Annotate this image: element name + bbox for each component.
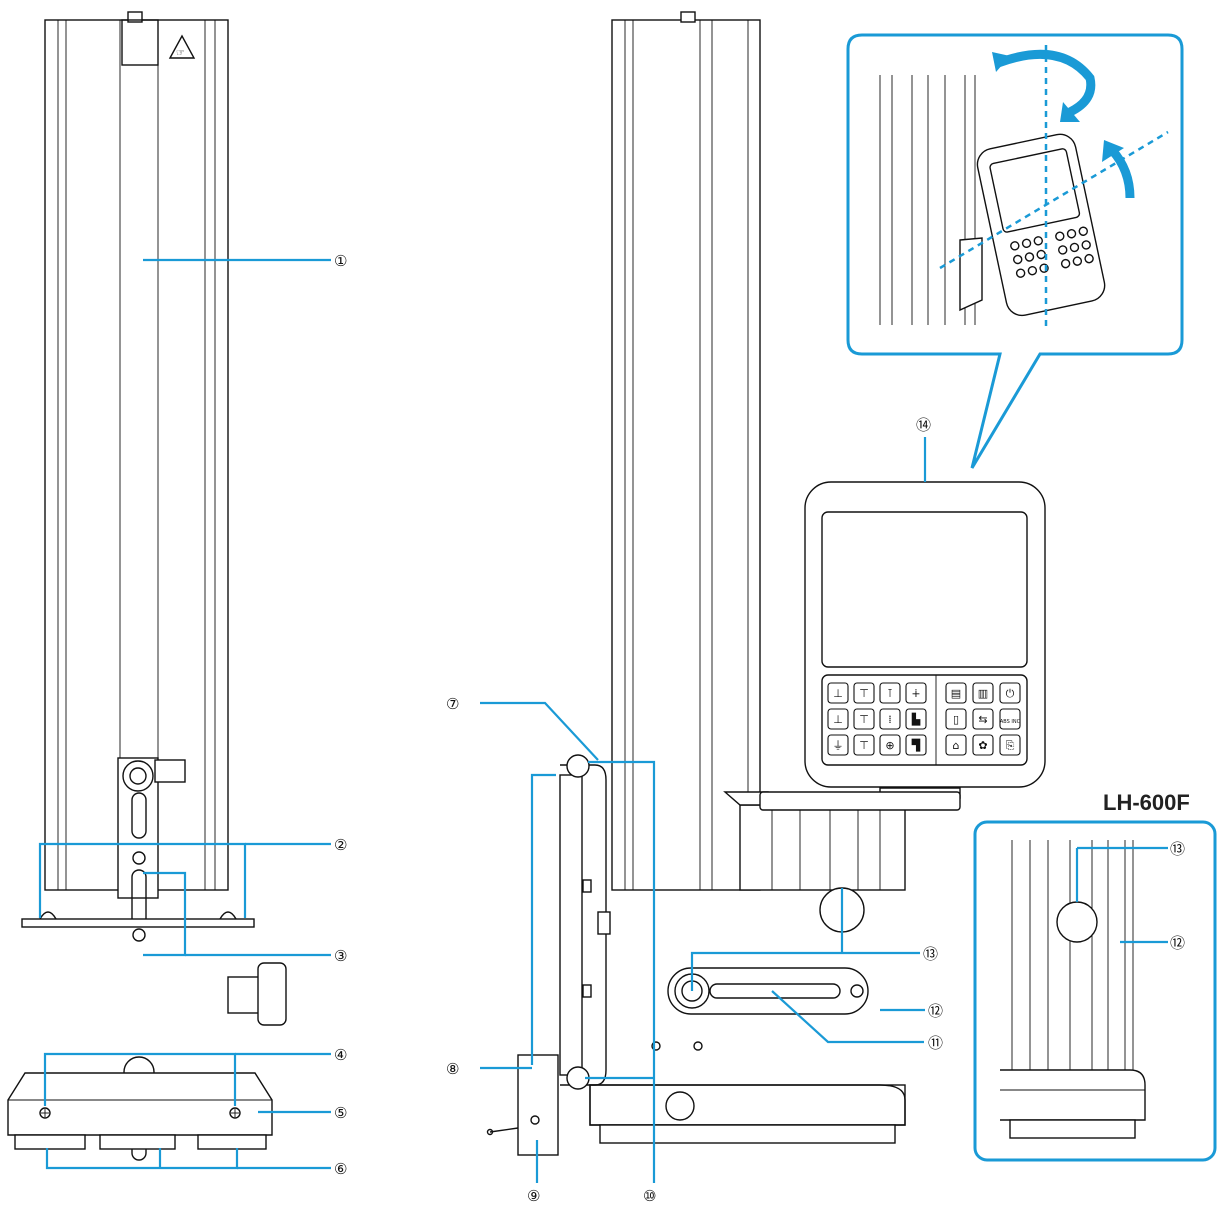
left-key-glyph-0-2: ⊺ bbox=[887, 687, 893, 700]
inset-callout-12: ⑫ bbox=[1170, 934, 1185, 952]
right-key-glyph-2-0: ⌂ bbox=[953, 739, 960, 752]
left-key-glyph-1-3: ▙ bbox=[911, 712, 921, 726]
right-key-glyph-0-0: ▤ bbox=[951, 687, 961, 700]
display-screen bbox=[821, 511, 1028, 668]
callout-12: ⑫ bbox=[928, 1002, 943, 1020]
right-key-glyph-1-0: ▯ bbox=[953, 713, 959, 726]
left-key-1-2[interactable] bbox=[879, 708, 901, 730]
stylus bbox=[489, 1127, 519, 1133]
front-column bbox=[44, 19, 229, 891]
screw-left bbox=[39, 1107, 51, 1119]
rotate-arrow bbox=[996, 49, 1096, 117]
arm-pivot-top bbox=[566, 754, 590, 778]
right-key-glyph-2-2: ⎘ bbox=[1006, 739, 1015, 752]
scale-bar bbox=[21, 918, 255, 928]
front-view: ☞ bbox=[7, 11, 287, 1161]
left-key-0-2[interactable] bbox=[879, 682, 901, 704]
left-key-2-1[interactable] bbox=[853, 734, 875, 756]
callout-9: ⑨ bbox=[527, 1187, 540, 1205]
left-key-glyph-2-2: ⊕ bbox=[885, 739, 894, 752]
clamp-knob-top bbox=[122, 760, 154, 792]
left-key-glyph-0-1: ⊤ bbox=[859, 687, 869, 700]
right-key-0-0[interactable] bbox=[945, 682, 967, 704]
handle-arm bbox=[667, 967, 869, 1015]
probe-holder bbox=[517, 1054, 559, 1156]
right-key-2-2[interactable] bbox=[999, 734, 1021, 756]
side-base-plate bbox=[599, 1124, 896, 1144]
left-key-glyph-2-1: ⊤ bbox=[859, 739, 869, 752]
right-key-0-2[interactable] bbox=[999, 682, 1021, 704]
left-key-glyph-1-2: ⁞ bbox=[888, 713, 892, 726]
foot-center bbox=[99, 1134, 176, 1150]
warning-icon: ☞ bbox=[168, 34, 196, 59]
lh600f-knob bbox=[1056, 901, 1098, 943]
left-key-0-3[interactable] bbox=[905, 682, 927, 704]
right-key-glyph-1-2: ABS INC bbox=[1000, 719, 1021, 725]
callout-4: ④ bbox=[334, 1046, 347, 1064]
rotation-inset bbox=[846, 33, 1184, 469]
left-key-glyph-1-0: ⊥ bbox=[833, 713, 843, 726]
callout-7: ⑦ bbox=[446, 695, 459, 713]
callout-11: ⑪ bbox=[928, 1034, 943, 1052]
callout-labels: ① ② ③ ④ ⑤ ⑥ ⑦ ⑧ ⑨ ⑩ ⑪ ⑫ ⑬ ⑭ ⑬ ⑫ LH-600F bbox=[334, 252, 1190, 1205]
lh600f-base bbox=[1000, 1069, 1146, 1121]
callout-6: ⑥ bbox=[334, 1160, 347, 1178]
right-key-glyph-0-2: ⏻ bbox=[1006, 687, 1015, 700]
left-key-glyph-2-0: ⏚ bbox=[833, 739, 844, 752]
front-base bbox=[7, 1072, 273, 1136]
side-column bbox=[611, 19, 761, 891]
callout-3: ③ bbox=[334, 947, 347, 965]
right-key-2-1[interactable] bbox=[972, 734, 994, 756]
left-key-2-2[interactable] bbox=[879, 734, 901, 756]
callout-2: ② bbox=[334, 836, 347, 854]
left-key-2-0[interactable] bbox=[827, 734, 849, 756]
inset-callout-13: ⑬ bbox=[1170, 840, 1185, 858]
right-key-1-0[interactable] bbox=[945, 708, 967, 730]
right-key-2-0[interactable] bbox=[945, 734, 967, 756]
side-base bbox=[589, 1084, 906, 1126]
side-view: ⊥ ⊤ ⊺ ∔ ⊥ ⊤ ⁞ ▙ ⏚ ⊤ ⊕ ▜ ▤ ▥ ⏻ ▯ ⇆ ABS INC ⌂ ✿ ⎘ bbox=[486, 11, 1046, 1156]
left-key-1-0[interactable] bbox=[827, 708, 849, 730]
left-key-1-3[interactable] bbox=[905, 708, 927, 730]
screw-right bbox=[229, 1107, 241, 1119]
right-key-1-2[interactable] bbox=[999, 708, 1021, 730]
left-leader-lines bbox=[38, 258, 331, 1170]
left-key-glyph-0-3: ∔ bbox=[911, 687, 920, 700]
side-knob bbox=[257, 962, 287, 1026]
right-key-1-1[interactable] bbox=[972, 708, 994, 730]
inset-keypad bbox=[1010, 226, 1094, 278]
lh600f-inset bbox=[973, 820, 1217, 1162]
left-key-1-1[interactable] bbox=[853, 708, 875, 730]
foot-right bbox=[197, 1134, 267, 1150]
keypad bbox=[821, 674, 1028, 766]
tilt-axis bbox=[939, 130, 1169, 270]
left-key-glyph-0-0: ⊥ bbox=[833, 687, 843, 700]
center-leader-lines bbox=[480, 701, 925, 1183]
callout-8: ⑧ bbox=[446, 1060, 459, 1078]
left-key-glyph-2-3: ▜ bbox=[911, 738, 921, 752]
right-key-0-1[interactable] bbox=[972, 682, 994, 704]
callout-1: ① bbox=[334, 252, 347, 270]
right-key-glyph-0-1: ▥ bbox=[978, 687, 988, 700]
callout-10: ⑩ bbox=[643, 1187, 656, 1205]
left-key-0-1[interactable] bbox=[853, 682, 875, 704]
drive-housing bbox=[739, 804, 906, 891]
foot-left bbox=[14, 1134, 86, 1150]
display-mount bbox=[759, 791, 961, 811]
right-key-glyph-2-1: ✿ bbox=[978, 739, 987, 752]
callout-5: ⑤ bbox=[334, 1104, 347, 1122]
model-label: LH-600F bbox=[1103, 790, 1190, 815]
callout-14: ⑭ bbox=[916, 416, 931, 434]
display-unit: ⊥ ⊤ ⊺ ∔ ⊥ ⊤ ⁞ ▙ ⏚ ⊤ ⊕ ▜ ▤ ▥ ⏻ ▯ ⇆ ABS INC ⌂ ✿ ⎘ bbox=[804, 481, 1046, 788]
left-key-2-3[interactable] bbox=[905, 734, 927, 756]
left-key-0-0[interactable] bbox=[827, 682, 849, 704]
callout-13: ⑬ bbox=[923, 945, 938, 963]
svg-text:☞: ☞ bbox=[176, 48, 185, 59]
left-key-glyph-1-1: ⊤ bbox=[859, 713, 869, 726]
right-key-glyph-1-1: ⇆ bbox=[978, 713, 987, 726]
